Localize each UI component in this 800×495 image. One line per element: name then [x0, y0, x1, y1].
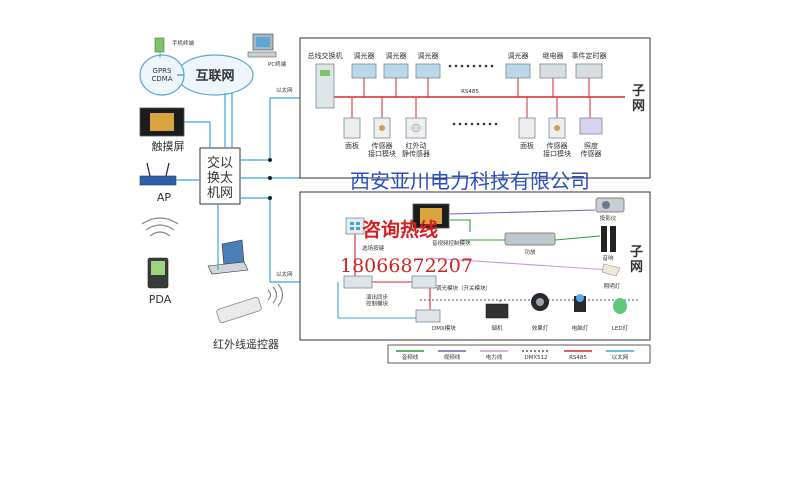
sensor-label: 照度传感器 — [581, 141, 602, 158]
amplifier-label: 功放 — [524, 248, 536, 256]
led-light-label: LED灯 — [612, 324, 629, 332]
pc-icon — [247, 33, 277, 58]
sync-module-device — [343, 275, 373, 289]
timer-device — [575, 63, 603, 79]
legend-label: RS485 — [569, 355, 587, 361]
internet-cloud: 互联网 — [176, 54, 254, 96]
legend-label: 电力线 — [486, 353, 503, 361]
av-panel-device — [412, 203, 450, 229]
device-label: 事件定时器 — [572, 51, 607, 60]
legend-label: DMX512 — [524, 355, 547, 361]
touch-screen-icon — [139, 107, 185, 137]
amplifier-icon — [504, 232, 556, 246]
legend-label: 音频线 — [402, 353, 419, 361]
dimmer-device-1 — [351, 63, 377, 79]
dim-module-label: 调光模块（开关模块） — [436, 284, 491, 292]
scene-button-label: 选场按键 — [362, 244, 385, 252]
pir-sensor — [405, 117, 427, 139]
lux-sensor — [579, 117, 603, 135]
switch-label: 交以换太机网 — [207, 155, 233, 201]
smoke-machine-icon — [485, 303, 509, 319]
speaker-label: 音响 — [602, 254, 614, 262]
av-module-label: 音视频控制模块 — [432, 239, 471, 247]
ap-label: AP — [157, 191, 172, 204]
dimmer-device-4 — [505, 63, 531, 79]
projector-label: 投影仪 — [600, 214, 617, 222]
dimmer-device-2 — [383, 63, 409, 79]
legend-label: 视频线 — [444, 353, 461, 361]
phone-label: 手机终端 — [172, 39, 195, 47]
sensor-label: 面板 — [520, 141, 534, 150]
dim-module-device — [411, 275, 437, 289]
legend: 音频线 视频线 电力线 DMX512 RS485 以太网 — [396, 350, 634, 361]
sensor-label: 面板 — [345, 141, 359, 150]
wifi-icon — [141, 217, 179, 237]
device-label: 调光器 — [508, 51, 529, 60]
pda-icon — [147, 257, 169, 289]
ethernet-switch: 交以换太机网 — [199, 147, 241, 205]
sensor-interface-2 — [548, 117, 566, 139]
ethernet-label-top: 以太网 — [276, 86, 293, 94]
sync-module-label: 演出同步控制模块 — [366, 293, 389, 307]
smoke-label: 烟机 — [491, 324, 503, 332]
device-label: 调光器 — [386, 51, 407, 60]
phone-icon — [154, 37, 165, 53]
light-icon — [601, 263, 621, 277]
lighting-label: 照明灯 — [604, 282, 621, 290]
top-subnet-panel — [299, 37, 651, 179]
sensor-label: 传感器接口模块 — [543, 141, 571, 158]
dots-ellipsis-mid — [452, 122, 498, 126]
junction-dot — [268, 176, 272, 180]
device-label: 继电器 — [543, 51, 564, 60]
legend-label: 以太网 — [612, 353, 629, 361]
ap-router-icon — [139, 162, 177, 186]
relay-device — [539, 63, 567, 79]
pc-label: PC终端 — [268, 60, 287, 68]
scene-button-device — [345, 217, 365, 235]
effect-light-label: 效果灯 — [532, 324, 549, 332]
moving-light-label: 电脑灯 — [572, 324, 589, 332]
top-subnet-label: 子网 — [632, 84, 645, 114]
speaker-icon — [601, 226, 616, 252]
device-label: 调光器 — [354, 51, 375, 60]
remote-label: 红外线遥控器 — [213, 337, 279, 351]
bottom-subnet-panel — [299, 191, 651, 341]
dmx-module-label: DMX模块 — [432, 324, 456, 332]
bottom-subnet-label: 子网 — [630, 245, 643, 275]
projector-icon — [595, 197, 625, 213]
bus-switch-device — [315, 63, 335, 109]
sensor-label: 红外动静传感器 — [402, 141, 430, 158]
dmx-module-device — [415, 309, 441, 323]
signal-icon — [267, 283, 283, 307]
dots-ellipsis-top — [448, 64, 494, 68]
panel-device-2 — [518, 117, 536, 139]
remote-icon — [216, 296, 262, 324]
device-label: 调光器 — [418, 51, 439, 60]
legend-box — [387, 344, 651, 364]
laptop-icon — [207, 239, 249, 275]
internet-label: 互联网 — [195, 69, 234, 84]
dimmer-device-3 — [415, 63, 441, 79]
panel-device-1 — [343, 117, 361, 139]
junction-dot — [268, 158, 272, 162]
rs485-label: RS485 — [461, 89, 479, 95]
touch-label: 触摸屏 — [152, 139, 185, 153]
hotline-label: 咨询热线 — [362, 218, 438, 241]
junction-dot — [268, 196, 272, 200]
sensor-label: 传感器接口模块 — [368, 141, 396, 158]
ethernet-label-bottom: 以太网 — [276, 270, 293, 278]
bus-drops — [351, 78, 591, 118]
company-watermark: 西安亚川电力科技有限公司 — [350, 169, 590, 193]
sensor-interface-1 — [373, 117, 391, 139]
effect-light-icon — [531, 293, 549, 311]
pda-label: PDA — [149, 293, 172, 306]
device-label: 总线交换机 — [308, 51, 343, 60]
moving-light-icon — [574, 294, 586, 312]
hotline-number: 18066872207 — [340, 255, 473, 277]
led-light-icon — [613, 298, 627, 314]
